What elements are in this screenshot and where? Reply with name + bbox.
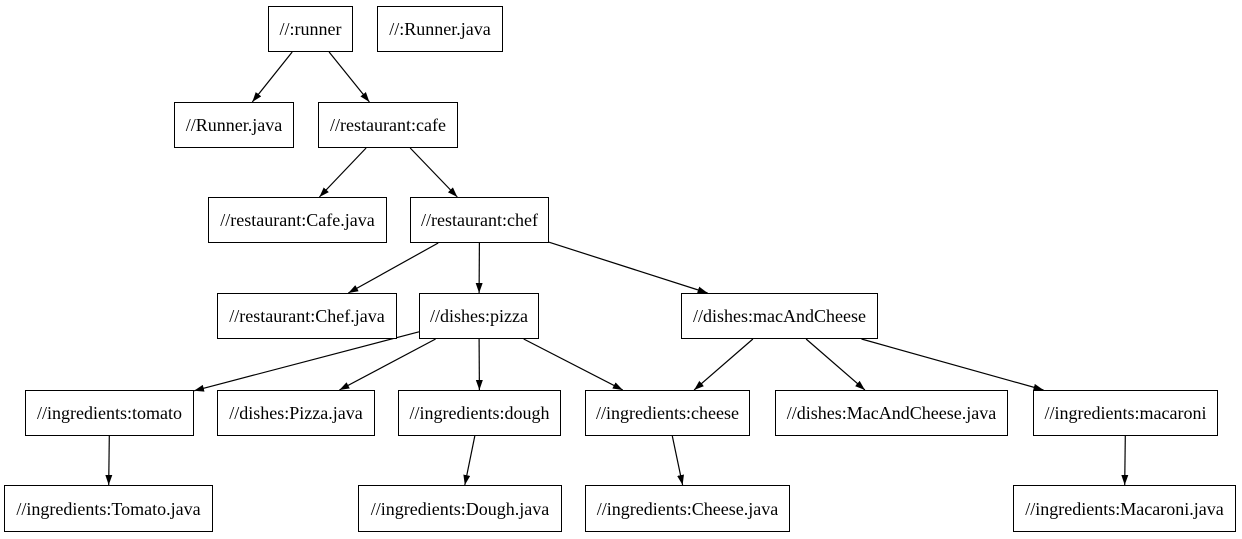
edge-pizza-to-pizza-java: [339, 338, 436, 391]
graph-node-runner-java: //Runner.java: [174, 102, 294, 148]
graph-node-dough-java: //ingredients:Dough.java: [358, 485, 562, 532]
graph-node-tomato: //ingredients:tomato: [25, 390, 194, 436]
graph-node-mac-and-cheese: //dishes:macAndCheese: [681, 293, 878, 339]
graph-node-runner: //:runner: [268, 6, 353, 52]
graph-node-pizza-java: //dishes:Pizza.java: [217, 390, 375, 436]
graph-node-cafe-java: //restaurant:Cafe.java: [208, 197, 387, 243]
graph-node-dough: //ingredients:dough: [398, 390, 561, 436]
edge-cafe-to-cafe-java: [318, 147, 367, 198]
edge-dough-to-dough-java: [463, 435, 476, 486]
edge-pizza-to-cheese: [523, 338, 624, 391]
graph-node-pizza: //dishes:pizza: [419, 293, 539, 339]
graph-node-mac-and-cheese-java: //dishes:MacAndCheese.java: [775, 390, 1008, 436]
edge-mac-and-cheese-to-macaroni: [861, 338, 1044, 391]
graph-node-cafe: //restaurant:cafe: [318, 102, 458, 148]
edge-runner-to-cafe: [328, 51, 370, 103]
edge-mac-and-cheese-to-mac-and-cheese-java: [805, 338, 866, 391]
graph-node-cheese-java: //ingredients:Cheese.java: [585, 485, 790, 532]
edge-macaroni-to-macaroni-java: [1121, 435, 1129, 486]
graph-node-macaroni: //ingredients:macaroni: [1033, 390, 1218, 436]
graph-node-chef: //restaurant:chef: [410, 197, 549, 243]
graph-node-runner-java-top: //:Runner.java: [377, 6, 503, 52]
edge-runner-to-runner-java: [251, 51, 293, 103]
graph-node-tomato-java: //ingredients:Tomato.java: [4, 485, 213, 532]
edge-chef-to-chef-java: [348, 242, 439, 294]
edge-mac-and-cheese-to-cheese: [693, 338, 754, 391]
edge-pizza-to-tomato: [193, 331, 420, 392]
edge-cafe-to-chef: [409, 147, 458, 198]
graph-node-macaroni-java: //ingredients:Macaroni.java: [1013, 485, 1236, 532]
edge-tomato-to-tomato-java: [105, 435, 113, 486]
graph-node-chef-java: //restaurant:Chef.java: [217, 293, 397, 339]
graph-node-cheese: //ingredients:cheese: [585, 390, 750, 436]
edge-cheese-to-cheese-java: [671, 435, 684, 486]
edge-chef-to-mac-and-cheese: [548, 241, 708, 294]
